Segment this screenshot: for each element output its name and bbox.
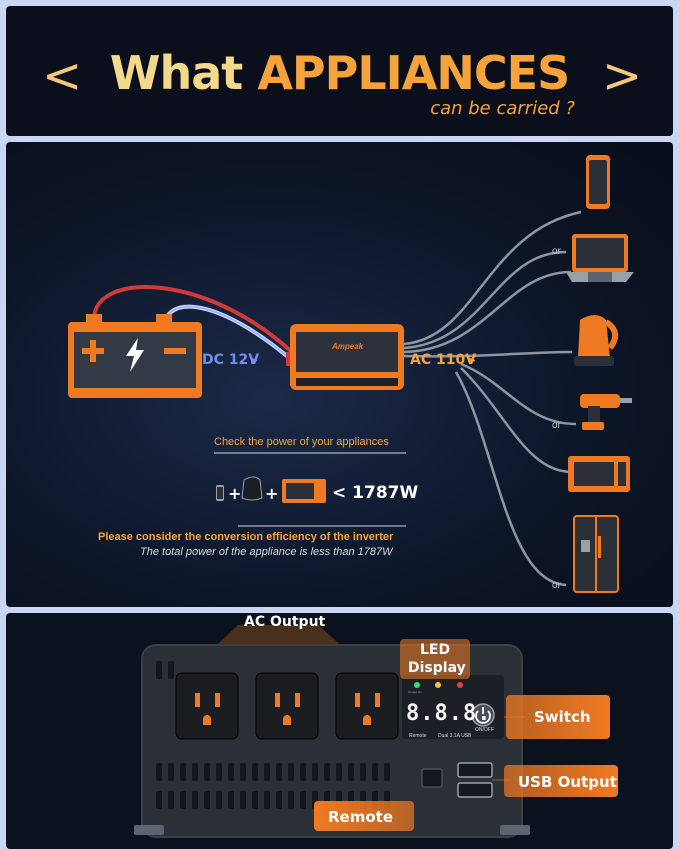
diagram-panel: + + DC 12V ▸ AC 110V ▸ Ampeak or or or C… (6, 142, 673, 607)
title-part-what: What (109, 46, 244, 100)
or-label-laptop: or (552, 246, 561, 257)
fridge-icon (573, 515, 619, 593)
switch-label: Switch (534, 708, 591, 726)
ac-outlet-icon-2[interactable] (255, 672, 319, 740)
ac-voltage-label: AC 110V (410, 352, 477, 368)
dc-arrow-icon: ▸ (251, 352, 258, 367)
usb-port-icon-1[interactable] (457, 762, 493, 778)
remote-label: Remote (328, 808, 394, 826)
overload-indicator (435, 682, 441, 688)
warning-indicator (457, 682, 463, 688)
product-panel: AC Output LED Display Output On 8.8.8. O… (6, 613, 673, 849)
header-panel: < What APPLIANCES > can be carried ? (6, 6, 673, 136)
laptop-icon (566, 234, 634, 282)
usb-output-callout: USB Output (504, 765, 618, 797)
positive-cable (92, 285, 296, 356)
drill-icon (580, 394, 632, 430)
left-foot (134, 825, 164, 835)
svg-text:+: + (265, 484, 278, 503)
switch-callout: Switch (506, 695, 610, 739)
remote-port-icon[interactable] (421, 768, 443, 788)
output-on-text: Output On (408, 690, 422, 694)
output-wires (403, 210, 582, 587)
small-usb-text: Dual 3.1A USB (438, 733, 472, 739)
led-label-line2: Display (408, 660, 466, 676)
small-remote-text: Remote (409, 733, 427, 739)
led-display-callout: LED Display (400, 639, 470, 679)
output-on-indicator (414, 682, 420, 688)
ac-output-label-box: AC Output (238, 613, 332, 635)
power-limit-text: < 1787W (332, 483, 419, 503)
title-part-appliances: APPLIANCES (257, 46, 570, 100)
efficiency-note: Please consider the conversion efficienc… (98, 531, 394, 543)
or-label-drill: or (552, 420, 561, 431)
usb-output-label: USB Output (518, 773, 617, 791)
left-arrow-icon[interactable]: < (42, 48, 83, 104)
power-icon (475, 710, 491, 724)
check-power-text: Check the power of your appliances (214, 436, 389, 448)
ac-arrow-icon: ▸ (469, 352, 476, 367)
led-digits: 8.8.8. (406, 701, 492, 726)
dc-voltage-label: DC 12V (202, 352, 260, 368)
ac-output-label: AC Output (244, 614, 326, 630)
ac-outlet-icon-1[interactable] (175, 672, 239, 740)
right-foot (500, 825, 530, 835)
kettle-icon (574, 315, 619, 366)
page-title: What APPLIANCES (6, 46, 673, 100)
page-subtitle: can be carried ? (430, 98, 575, 119)
product-graphic (134, 625, 530, 838)
diagram-graphic: + + (68, 155, 634, 593)
or-label-fridge: or (552, 580, 561, 591)
remote-callout: Remote (314, 801, 414, 831)
microwave-icon (568, 456, 630, 492)
formula-icons: + + (216, 476, 326, 503)
total-power-note: The total power of the appliance is less… (140, 546, 393, 558)
battery-icon (68, 314, 202, 398)
phone-icon (586, 155, 610, 209)
svg-text:+: + (228, 484, 241, 503)
right-arrow-icon[interactable]: > (602, 48, 643, 104)
formula-kettle-icon (241, 476, 263, 501)
led-label-line1: LED (420, 642, 451, 658)
ac-outlet-icon-3[interactable] (335, 672, 399, 740)
inverter-icon (286, 324, 404, 390)
indicator-labels: Output On (408, 690, 422, 694)
brand-logo: Ampeak (332, 342, 364, 351)
usb-port-icon-2[interactable] (457, 782, 493, 798)
onoff-text: ON/OFF (475, 727, 494, 733)
